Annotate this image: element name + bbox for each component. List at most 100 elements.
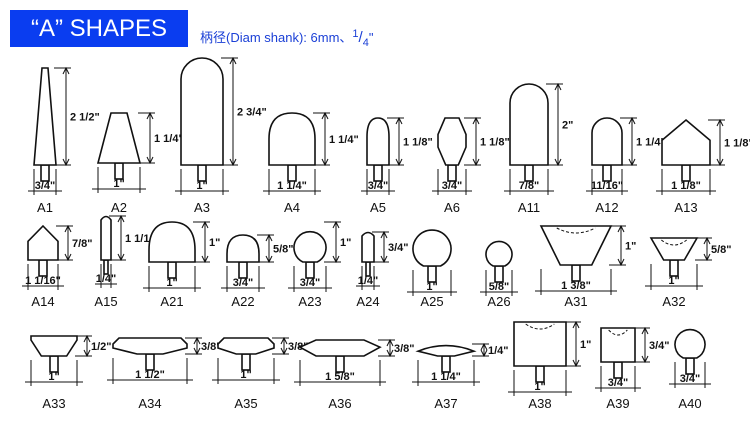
- code-label-a15: A15: [94, 294, 117, 309]
- height-arrow-top: [480, 342, 488, 351]
- shank-diameter-note: 柄径(Diam shank): 6mm、1/4": [200, 28, 373, 49]
- width-label-a34: 1 1/2": [135, 369, 165, 381]
- height-label-a14: 7/8": [72, 238, 93, 250]
- code-label-a1: A1: [37, 200, 53, 215]
- shank-a33: [49, 355, 59, 373]
- code-label-a11: A11: [518, 200, 540, 215]
- height-label-a39: 3/4": [649, 340, 670, 352]
- height-arrow-bottom: [265, 255, 273, 264]
- height-label-a36: 3/8": [394, 343, 415, 355]
- height-label-a35: 3/8": [288, 341, 309, 353]
- shank-a14: [38, 259, 48, 277]
- head-a37: [415, 344, 477, 357]
- height-arrow-top: [229, 56, 237, 65]
- code-label-a23: A23: [298, 294, 321, 309]
- shape-a12: 11/16"1 1/4"A12: [586, 116, 666, 215]
- code-label-a12: A12: [595, 200, 618, 215]
- height-label-a13: 1 1/8": [724, 138, 750, 150]
- width-label-a15: 1/4": [96, 273, 117, 285]
- code-label-a5: A5: [370, 200, 386, 215]
- code-label-a4: A4: [284, 200, 300, 215]
- height-label-a23: 1": [340, 237, 351, 249]
- height-label-a33: 1/2": [91, 341, 112, 353]
- shank-a25: [427, 265, 437, 283]
- width-label-a36: 1 5/8": [325, 371, 355, 383]
- height-arrow-bottom: [386, 349, 394, 358]
- width-label-a23: 3/4": [300, 277, 321, 289]
- head-a21: [148, 221, 196, 263]
- width-label-a22: 3/4": [233, 277, 254, 289]
- height-arrow-top: [703, 236, 711, 245]
- width-label-a39: 3/4": [608, 377, 629, 389]
- height-label-a1: 2 1/2": [70, 112, 100, 124]
- shape-a34: 1 1/2"3/8"A34: [107, 336, 222, 411]
- shank-a15: [103, 259, 109, 275]
- height-arrow-top: [617, 224, 625, 233]
- shape-a23: 3/4" 1" A23: [288, 220, 351, 309]
- width-label-a40: 3/4": [680, 373, 701, 385]
- code-label-a40: A40: [678, 396, 701, 411]
- height-arrow-top: [472, 116, 480, 125]
- shank-a38: [535, 365, 545, 383]
- height-arrow-bottom: [64, 253, 72, 262]
- code-label-a13: A13: [674, 200, 697, 215]
- head-a25: [412, 229, 452, 267]
- height-arrow-bottom: [380, 255, 388, 264]
- shape-a5: 3/4"1 1/8"A5: [361, 116, 433, 215]
- height-label-a31: 1": [625, 241, 636, 253]
- cup-recess-a31: [556, 227, 596, 234]
- code-label-a24: A24: [356, 294, 379, 309]
- width-label-a25: 1": [426, 281, 437, 293]
- head-a34: [112, 337, 188, 355]
- head-a32: [649, 237, 699, 261]
- head-a36: [298, 339, 382, 357]
- shank-a5: [373, 164, 383, 182]
- shape-a38: 1"1"A38: [508, 320, 591, 411]
- shank-a21: [167, 261, 177, 279]
- code-label-a25: A25: [420, 294, 443, 309]
- height-arrow-top: [380, 230, 388, 239]
- height-arrow-top: [395, 116, 403, 125]
- width-label-a24: 1/4": [358, 275, 379, 287]
- shape-a39: 3/4"3/4"A39: [595, 326, 670, 411]
- shank-a32: [669, 259, 679, 277]
- width-label-a37: 1 1/4": [431, 371, 461, 383]
- shape-a32: 1"5/8"A32: [645, 236, 732, 309]
- width-label-a5: 3/4": [368, 180, 389, 192]
- shank-a34: [145, 353, 155, 371]
- shank-a3: [197, 164, 207, 182]
- height-arrow-top: [193, 336, 201, 345]
- shank-a1: [40, 164, 50, 182]
- shape-a36: 1 5/8" 3/8" A36: [294, 338, 415, 411]
- shank-fraction-denominator: 4: [362, 37, 369, 49]
- shank-label: 柄径(Diam shank): 6mm、: [200, 30, 353, 45]
- height-arrow-top: [117, 214, 125, 223]
- head-a23: [293, 230, 327, 263]
- shape-a2: 1"1 1/4"A2: [92, 111, 184, 215]
- width-label-a32: 1": [668, 275, 679, 287]
- height-arrow-bottom: [332, 255, 340, 264]
- height-arrow-bottom: [229, 158, 237, 167]
- height-arrow-bottom: [62, 158, 70, 167]
- height-arrow-bottom: [280, 347, 288, 356]
- cup-recess-a32: [661, 239, 687, 246]
- shape-a35: 1"3/8"A35: [212, 336, 309, 411]
- height-arrow-top: [83, 334, 91, 343]
- height-arrow-bottom: [617, 258, 625, 267]
- height-label-a32: 5/8": [711, 244, 732, 256]
- code-label-a36: A36: [328, 396, 351, 411]
- code-label-a3: A3: [194, 200, 210, 215]
- shape-a21: 1"1"A21: [143, 220, 220, 309]
- height-arrow-top: [321, 111, 329, 120]
- width-label-a35: 1": [240, 369, 251, 381]
- head-a4: [268, 112, 316, 166]
- shape-a22: 3/4"5/8"A22: [221, 233, 294, 309]
- head-a3: [180, 57, 224, 166]
- height-arrow-bottom: [572, 359, 580, 368]
- width-label-a6: 3/4": [442, 180, 463, 192]
- code-label-a34: A34: [138, 396, 161, 411]
- shank-a12: [602, 164, 612, 182]
- shank-a40: [685, 357, 695, 375]
- shank-a23: [305, 261, 315, 279]
